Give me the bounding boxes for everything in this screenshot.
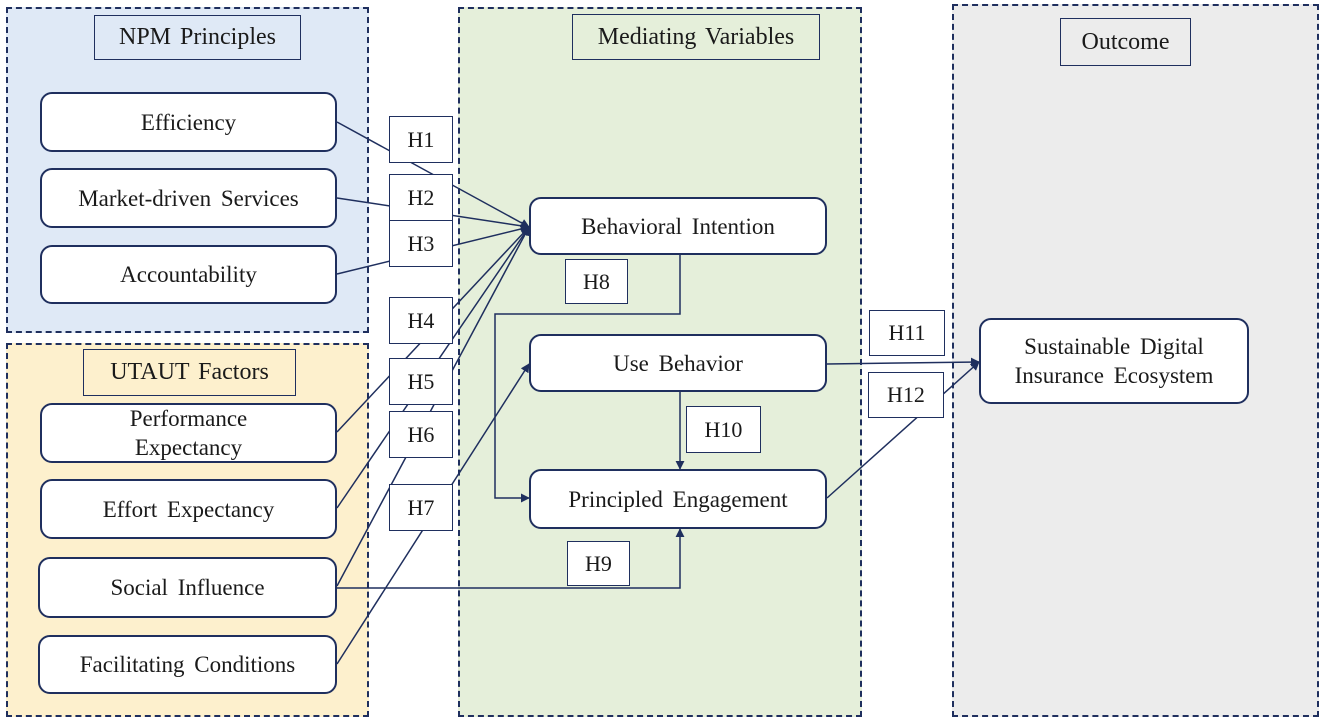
use-behavior-label: Use Behavior <box>613 350 743 376</box>
ecosystem-label-line1: Sustainable Digital <box>1024 334 1204 359</box>
hypothesis-h3-label: H3 <box>389 220 453 267</box>
market-driven-services-label: Market-driven Services <box>78 185 299 211</box>
facilitating-conditions-node: Facilitating Conditions <box>38 635 337 694</box>
mediating-variables-header: Mediating Variables <box>572 14 820 60</box>
hypothesis-h5-label: H5 <box>389 358 453 405</box>
hypothesis-h1-label: H1 <box>389 116 453 163</box>
hypothesis-h7-label: H7 <box>389 484 453 531</box>
behavioral-intention-label: Behavioral Intention <box>581 213 775 239</box>
hypothesis-h6-label: H6 <box>389 411 453 458</box>
utaut-factors-header: UTAUT Factors <box>83 349 296 396</box>
market-driven-services-node: Market-driven Services <box>40 168 337 228</box>
hypothesis-h9-label: H9 <box>567 541 630 586</box>
hypothesis-h8-label: H8 <box>565 259 628 304</box>
principled-engagement-label: Principled Engagement <box>568 486 788 512</box>
performance-expectancy-label-line2: Expectancy <box>134 435 243 460</box>
facilitating-conditions-label: Facilitating Conditions <box>79 652 296 677</box>
efficiency-label: Efficiency <box>140 109 237 135</box>
path-h8 <box>494 255 681 503</box>
behavioral-intention-node: Behavioral Intention <box>529 197 827 255</box>
path-h12 <box>826 361 980 499</box>
hypothesis-h12-label: H12 <box>868 372 944 418</box>
effort-expectancy-node: Effort Expectancy <box>40 479 337 539</box>
social-influence-node: Social Influence <box>38 557 337 618</box>
outcome-header: Outcome <box>1060 18 1191 66</box>
path-h11 <box>826 357 980 367</box>
ecosystem-label-line2: Insurance Ecosystem <box>1014 363 1214 388</box>
npm-principles-header: NPM Principles <box>94 15 301 60</box>
use-behavior-node: Use Behavior <box>529 334 827 392</box>
efficiency-node: Efficiency <box>40 92 337 152</box>
effort-expectancy-label: Effort Expectancy <box>102 496 275 522</box>
sustainable-digital-insurance-ecosystem-node: Sustainable Digital Insurance Ecosystem <box>979 318 1249 404</box>
hypothesis-h11-label: H11 <box>869 310 945 356</box>
performance-expectancy-label-line1: Performance <box>129 406 248 431</box>
path-h9 <box>337 528 685 589</box>
hypothesis-h4-label: H4 <box>389 297 453 344</box>
hypothesis-h10-label: H10 <box>686 406 761 453</box>
accountability-label: Accountability <box>120 262 257 287</box>
accountability-node: Accountability <box>40 245 337 304</box>
principled-engagement-node: Principled Engagement <box>529 469 827 529</box>
performance-expectancy-node: Performance Expectancy <box>40 403 337 463</box>
hypothesis-h2-label: H2 <box>389 174 453 221</box>
path-h6 <box>336 226 530 587</box>
social-influence-label: Social Influence <box>110 575 265 600</box>
